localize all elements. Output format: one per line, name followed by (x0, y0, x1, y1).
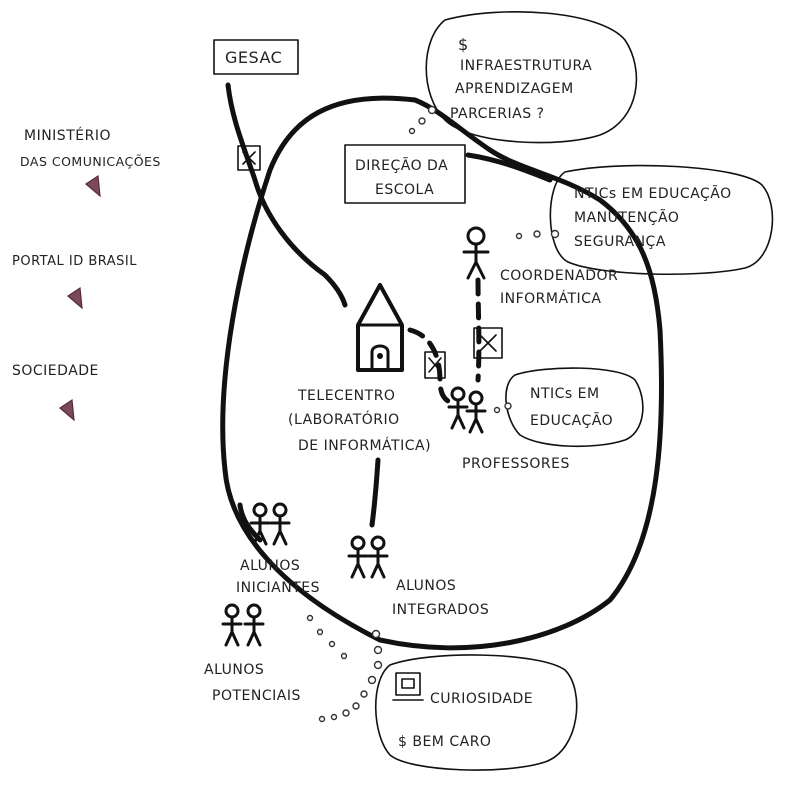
bubble-top: $ INFRAESTRUTURA APRENDIZAGEM PARCERIAS … (425, 11, 638, 144)
alunos-iniciantes-line-1: ALUNOS (240, 558, 300, 574)
bubble-professores-dots (493, 402, 512, 414)
broken-link-icon (237, 145, 261, 171)
bubble-right-dots (515, 229, 560, 240)
telecentro-line-2: (LABORATÓRIO (288, 410, 400, 428)
broken-link-icon (424, 351, 446, 379)
bubble-top-symbol: $ (458, 35, 469, 54)
alunos-potenciais-line-1: ALUNOS (204, 662, 264, 678)
bubble-right: NTICs EM EDUCAÇÃO MANUTENÇÃO SEGURANÇA (549, 164, 774, 276)
alunos-integrados-line-1: ALUNOS (396, 578, 456, 594)
stick-figure-icon (462, 226, 490, 280)
alunos-iniciantes-icon (249, 502, 291, 546)
portal-label: PORTAL ID BRASIL (12, 254, 137, 269)
sociedade-label: SOCIEDADE (12, 363, 99, 379)
coordenador-line-1: COORDENADOR (500, 268, 618, 284)
bubble-bottom-line-1: CURIOSIDADE (430, 691, 533, 707)
alunos-integrados-icon (347, 535, 389, 579)
direcao-box: DIREÇÃO DA ESCOLA (344, 144, 466, 204)
bubble-professores: NTICs EM EDUCAÇÃO (505, 367, 644, 448)
megaphone-icon (67, 286, 83, 310)
gesac-label: GESAC (225, 48, 282, 67)
bubble-top-dots (408, 105, 437, 135)
house-icon (356, 283, 404, 372)
professores-label: PROFESSORES (462, 456, 570, 472)
computer-icon (392, 672, 424, 701)
bubble-bottom: CURIOSIDADE $ BEM CARO (375, 654, 578, 771)
megaphone-icon (59, 398, 75, 422)
bubble-professores-line-2: EDUCAÇÃO (530, 412, 613, 429)
bubble-top-line-2: APRENDIZAGEM (455, 81, 574, 97)
alunos-iniciantes-line-2: INICIANTES (236, 580, 320, 596)
bubble-top-line-1: INFRAESTRUTURA (460, 58, 592, 74)
direcao-label-2: ESCOLA (375, 182, 434, 198)
telecentro-professor-link (407, 327, 453, 405)
telecentro-alunos-link (369, 457, 381, 528)
coordinator-professor-link (475, 277, 482, 383)
alunos-potenciais-icon (221, 603, 265, 647)
ministerio-line-2: DAS COMUNICAÇÕES (20, 154, 161, 169)
telecentro-line-3: DE INFORMÁTICA) (298, 437, 431, 454)
direcao-link-line (465, 152, 553, 183)
coordenador-line-2: INFORMÁTICA (500, 290, 602, 307)
main-loop-curve (220, 95, 665, 651)
ministerio-line-1: MINISTÉRIO (24, 127, 111, 144)
bubble-right-line-1: NTICs EM EDUCAÇÃO (574, 185, 732, 202)
alunos-potenciais-line-2: POTENCIAIS (212, 688, 301, 704)
alunos-integrados-line-2: INTEGRADOS (392, 602, 489, 618)
bubble-bottom-line-2: $ BEM CARO (398, 734, 491, 750)
bubble-professores-line-1: NTICs EM (530, 386, 600, 402)
bubble-right-line-3: SEGURANÇA (574, 234, 666, 250)
bubble-bottom-dots (306, 614, 383, 723)
broken-link-icon (473, 327, 503, 359)
professores-group-icon (447, 386, 487, 434)
bubble-top-line-3: PARCERIAS ? (450, 106, 544, 122)
direcao-label-1: DIREÇÃO DA (355, 157, 448, 174)
telecentro-line-1: TELECENTRO (297, 388, 395, 404)
gesac-box: GESAC (213, 39, 299, 75)
bubble-right-line-2: MANUTENÇÃO (574, 209, 679, 226)
gesac-link-line (225, 82, 348, 308)
megaphone-icon (85, 174, 101, 198)
